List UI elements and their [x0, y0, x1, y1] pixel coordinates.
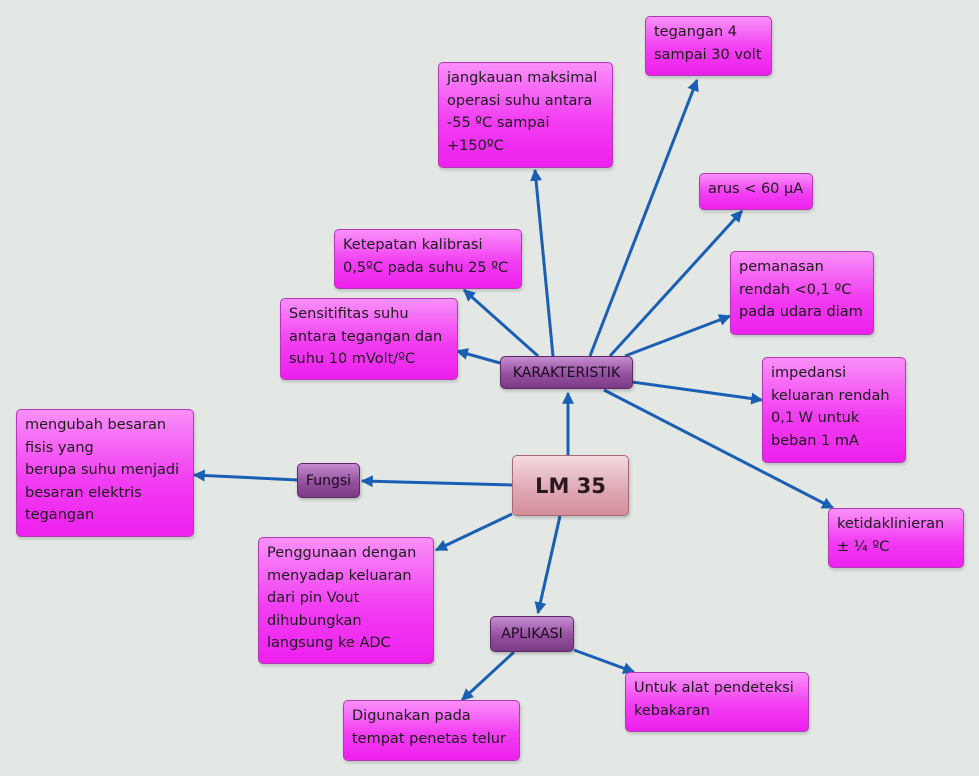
arrow-root-to-penggunaan — [434, 512, 513, 552]
leaf-ketepatan[interactable]: Ketepatan kalibrasi 0,5ºC pada suhu 25 º… — [334, 229, 522, 289]
branch-fungsi-label: Fungsi — [305, 472, 352, 489]
leaf-text-line: kebakaran — [634, 702, 710, 719]
leaf-text-line: ± ¼ ºC — [837, 538, 890, 555]
arrow-root-to-aplikasi — [534, 515, 562, 615]
arrow-to-ketepatan — [463, 288, 539, 358]
leaf-text-line: suhu 10 mVolt/ºC — [289, 351, 416, 367]
leaf-text-line: langsung ke ADC — [267, 635, 391, 651]
leaf-text-line: rendah <0,1 ºC — [739, 281, 852, 298]
leaf-text-line: +150ºC — [447, 137, 504, 154]
leaf-text-line: 0,1 W untuk — [771, 410, 860, 426]
leaf-text-line: tegangan 4 — [654, 24, 737, 40]
leaf-text-line: berupa suhu menjadi — [25, 462, 180, 478]
leaf-tegangan[interactable]: tegangan 4 sampai 30 volt — [645, 16, 772, 76]
leaf-text-line: pemanasan — [739, 259, 824, 275]
leaf-text-line: 0,5ºC pada suhu 25 ºC — [343, 259, 509, 276]
leaf-text-line: pada udara diam — [739, 304, 863, 320]
leaf-text-line: Untuk alat pendeteksi — [634, 680, 794, 696]
leaf-penggunaan[interactable]: Penggunaan dengan menyadap keluaran dari… — [258, 537, 434, 664]
leaf-text-line: beban 1 mA — [771, 432, 859, 449]
leaf-text-line: Sensitifitas suhu — [289, 306, 409, 322]
root-label: LM 35 — [535, 473, 606, 498]
branch-fungsi[interactable]: Fungsi — [297, 463, 360, 498]
branch-aplikasi-label: APLIKASI — [501, 626, 563, 642]
leaf-text-line: arus < 60 µA — [708, 181, 804, 197]
leaf-text-line: fisis yang — [25, 439, 94, 456]
leaf-text-line: sampai 30 volt — [654, 46, 762, 63]
leaf-pemanasan[interactable]: pemanasan rendah <0,1 ºC pada udara diam — [730, 251, 874, 335]
arrow-to-tegangan — [588, 78, 699, 357]
leaf-text-line: menyadap keluaran — [267, 567, 412, 584]
leaf-ketidaklinieran[interactable]: ketidaklinieran ± ¼ ºC — [828, 508, 964, 568]
branch-karakteristik-label: KARAKTERISTIK — [512, 364, 621, 381]
arrow-to-jangkauan — [530, 168, 555, 357]
arrow-to-penetas — [460, 650, 516, 702]
leaf-jangkauan[interactable]: jangkauan maksimal operasi suhu antara -… — [438, 62, 613, 168]
leaf-text-line: impedansi — [771, 365, 847, 381]
leaf-text-line: dari pin Vout — [267, 590, 360, 606]
leaf-mengubah[interactable]: mengubah besaran fisis yang berupa suhu … — [16, 409, 194, 537]
leaf-text-line: jangkauan maksimal — [447, 70, 598, 86]
leaf-impedansi[interactable]: impedansi keluaran rendah 0,1 W untuk be… — [762, 357, 906, 463]
arrow-to-sensitifitas — [455, 348, 501, 365]
leaf-sensitifitas[interactable]: Sensitifitas suhu antara tegangan dan su… — [280, 298, 458, 380]
arrow-to-pemanasan — [624, 314, 732, 358]
leaf-text-line: tegangan — [25, 507, 95, 523]
branch-aplikasi[interactable]: APLIKASI — [490, 616, 574, 652]
leaf-text-line: ketidaklinieran — [837, 516, 945, 532]
leaf-text-line: Penggunaan dengan — [267, 545, 417, 561]
leaf-text-line: Ketepatan kalibrasi — [343, 237, 483, 253]
leaf-text-line: antara tegangan dan — [289, 328, 443, 345]
leaf-penetas[interactable]: Digunakan pada tempat penetas telur — [343, 700, 520, 761]
arrow-to-ketidaklinieran — [603, 388, 835, 510]
branch-karakteristik[interactable]: KARAKTERISTIK — [500, 356, 633, 389]
leaf-text-line: keluaran rendah — [771, 387, 890, 404]
leaf-text-line: Digunakan pada — [352, 708, 471, 724]
leaf-text-line: operasi suhu antara — [447, 92, 593, 109]
arrow-to-impedansi — [631, 380, 764, 405]
leaf-text-line: -55 ºC sampai — [447, 115, 550, 131]
arrow-root-to-fungsi — [360, 475, 513, 488]
leaf-pendeteksi[interactable]: Untuk alat pendeteksi kebakaran — [625, 672, 809, 732]
arrow-to-mengubah — [192, 469, 299, 482]
leaf-text-line: dihubungkan — [267, 612, 362, 629]
leaf-arus[interactable]: arus < 60 µA — [699, 173, 813, 210]
arrow-to-arus — [608, 209, 744, 358]
arrow-to-pendeteksi — [573, 648, 636, 674]
root-node-lm35[interactable]: LM 35 — [512, 455, 629, 516]
leaf-text-line: besaran elektris — [25, 484, 142, 501]
leaf-text-line: tempat penetas telur — [352, 730, 506, 747]
leaf-text-line: mengubah besaran — [25, 417, 167, 433]
